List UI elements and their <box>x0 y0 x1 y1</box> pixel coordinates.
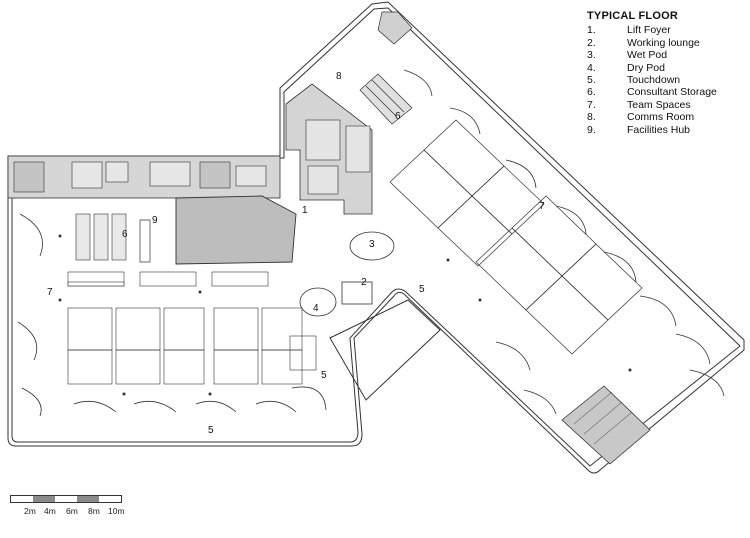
scale-label: 8m <box>88 506 100 516</box>
legend-num: 5. <box>587 74 596 87</box>
legend-item: 2. Working lounge <box>587 37 717 49</box>
building-outline <box>7 1 745 474</box>
legend-label: Facilities Hub <box>627 123 691 136</box>
legend-item: 7. Team Spaces <box>587 99 717 111</box>
callout-5c: 5 <box>208 425 214 436</box>
scale-segment <box>33 496 55 502</box>
wet-pod <box>349 231 395 261</box>
legend-item: 1. Lift Foyer <box>587 24 717 36</box>
scale-segment <box>99 496 121 502</box>
callout-5a: 5 <box>419 284 425 295</box>
legend-item: 4. Dry Pod <box>587 62 717 74</box>
touchdown-ramp <box>329 299 441 401</box>
callout-5b: 5 <box>321 370 327 381</box>
legend-label: Lift Foyer <box>627 24 671 37</box>
scale-segment <box>11 496 33 502</box>
legend-num: 8. <box>587 111 596 124</box>
legend-label: Consultant Storage <box>627 86 717 99</box>
callout-8: 8 <box>336 71 342 82</box>
legend-num: 7. <box>587 98 596 111</box>
facilities-hub <box>139 219 151 263</box>
callout-1: 1 <box>302 205 308 216</box>
scale-bar-frame <box>10 495 122 503</box>
curved-workstations <box>17 213 327 417</box>
legend-num: 3. <box>587 49 596 62</box>
callout-3: 3 <box>369 239 375 250</box>
furniture-dots <box>58 234 632 396</box>
legend-item: 5. Touchdown <box>587 74 717 86</box>
legend-title: TYPICAL FLOOR <box>587 10 679 22</box>
callout-6b: 6 <box>395 111 401 122</box>
meeting-pods-left <box>67 307 317 385</box>
scale-label: 6m <box>66 506 78 516</box>
callout-7b: 7 <box>539 201 545 212</box>
legend-item: 8. Comms Room <box>587 111 717 123</box>
legend-num: 2. <box>587 36 596 49</box>
legend-item: 6. Consultant Storage <box>587 86 717 98</box>
desk-rows-left <box>67 271 269 287</box>
team-pods-right <box>389 119 643 355</box>
legend: TYPICAL FLOOR 1. Lift Foyer 2. Working lou… <box>587 10 717 136</box>
legend-num: 6. <box>587 86 596 99</box>
callout-7a: 7 <box>47 287 53 298</box>
service-core-left <box>7 155 281 199</box>
pod-shapes <box>299 231 395 317</box>
legend-label: Team Spaces <box>627 98 691 111</box>
legend-num: 9. <box>587 123 596 136</box>
building-outline-inner <box>11 7 741 467</box>
legend-label: Comms Room <box>627 111 695 124</box>
legend-label: Touchdown <box>627 74 681 87</box>
callout-6a: 6 <box>122 229 128 240</box>
meeting-room-shaded <box>175 195 297 265</box>
comms-room <box>377 11 413 45</box>
legend-num: 1. <box>587 24 596 37</box>
stair-core-bottom <box>561 385 651 465</box>
storage-block-left <box>75 213 127 261</box>
dry-pod <box>299 287 337 317</box>
scale-label: 2m <box>24 506 36 516</box>
scale-bar: 2m 4m 6m 8m 10m <box>10 495 125 525</box>
central-core <box>285 83 373 215</box>
working-lounge <box>341 281 373 305</box>
legend-item: 3. Wet Pod <box>587 49 717 61</box>
scale-segment <box>77 496 99 502</box>
callout-9: 9 <box>152 215 158 226</box>
storage-block-top <box>359 73 413 125</box>
legend-item: 9. Facilities Hub <box>587 124 717 136</box>
legend-label: Dry Pod <box>627 61 665 74</box>
legend-label: Wet Pod <box>627 49 668 62</box>
legend-num: 4. <box>587 61 596 74</box>
callout-4: 4 <box>313 303 319 314</box>
scale-label: 4m <box>44 506 56 516</box>
scale-segment <box>55 496 77 502</box>
legend-label: Working lounge <box>627 36 700 49</box>
callout-2: 2 <box>361 277 367 288</box>
curved-workstations-right <box>403 69 725 415</box>
scale-label: 10m <box>108 506 125 516</box>
